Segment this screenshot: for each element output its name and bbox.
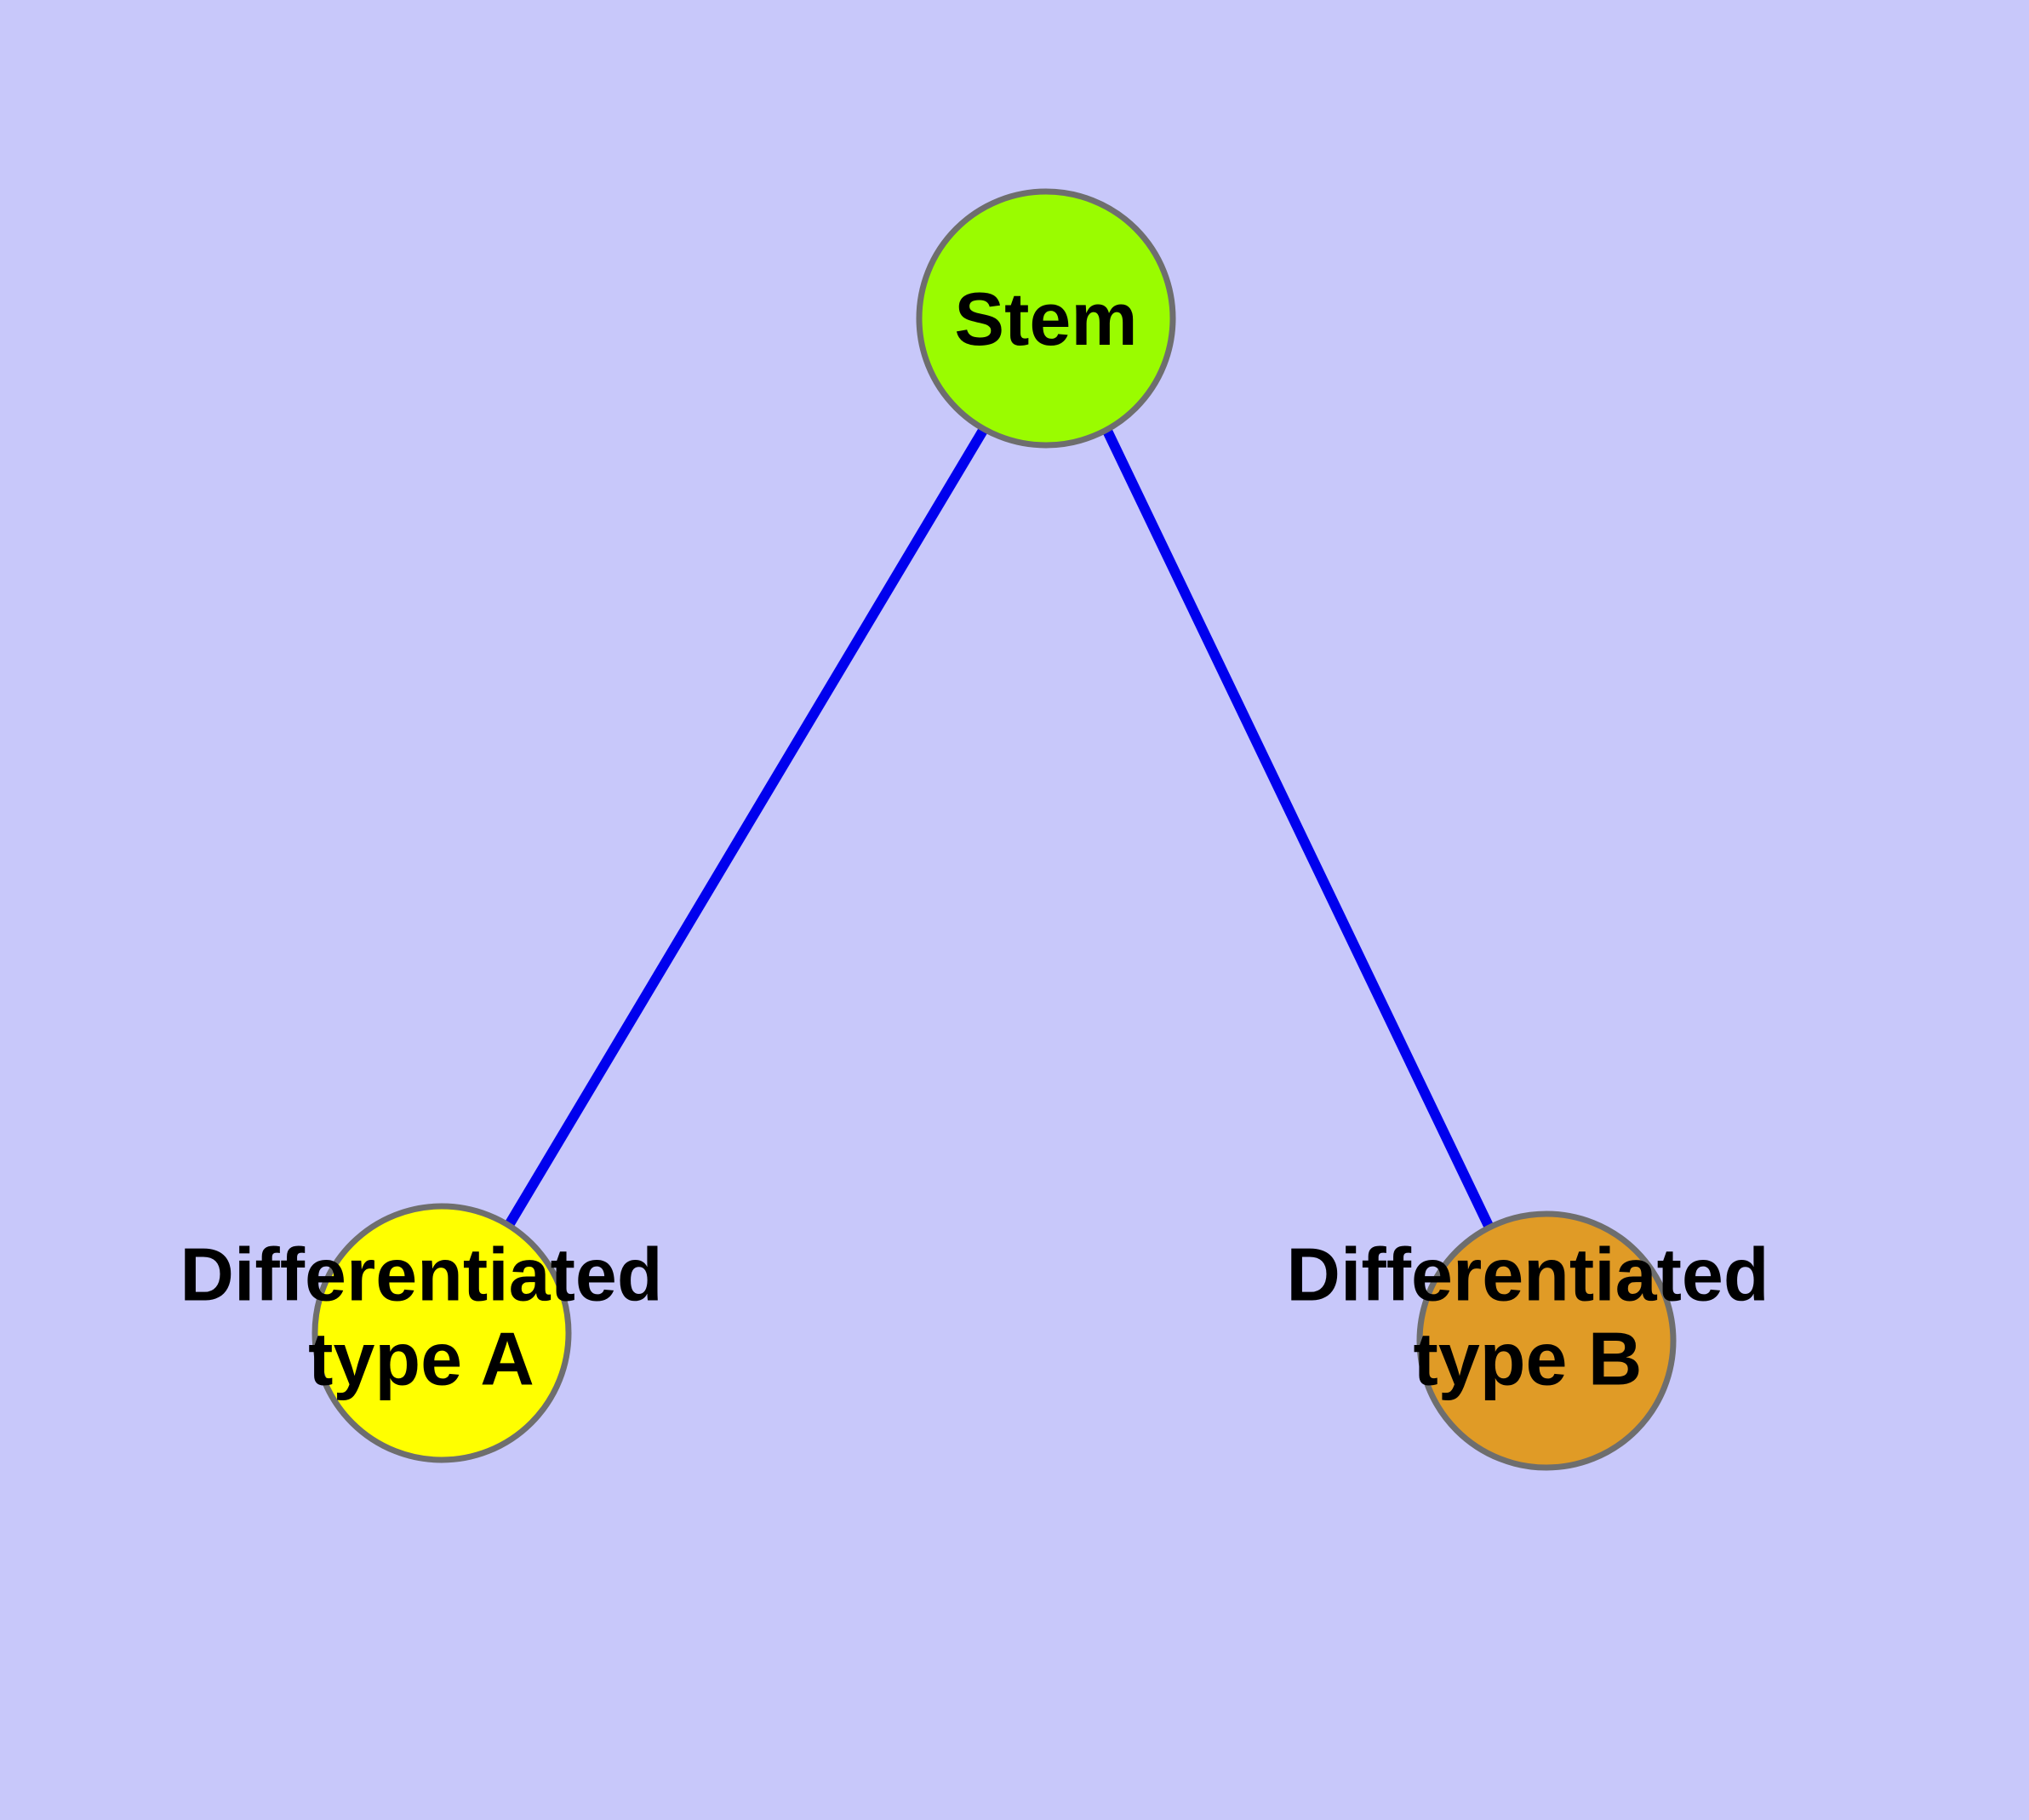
graph-node-diff-a[interactable] — [311, 1203, 572, 1463]
edges-layer — [504, 426, 1494, 1228]
nodes-layer — [311, 188, 1677, 1471]
graph-node-label-stem: Stem — [954, 277, 1137, 361]
graph-node-label-line: Differentiated — [180, 1232, 662, 1316]
graph-node-label-line: Stem — [954, 277, 1137, 361]
graph-node-stem[interactable] — [916, 188, 1176, 449]
graph-edge-stem-to-diff-b[interactable] — [1101, 426, 1494, 1228]
graph-edge-stem-to-diff-a[interactable] — [504, 426, 989, 1228]
graph-node-label-line: type A — [308, 1316, 534, 1400]
graph-node-label-line: type B — [1414, 1316, 1643, 1400]
graph-node-label-line: Differentiated — [1286, 1232, 1769, 1316]
graph-node-diff-b[interactable] — [1416, 1210, 1677, 1471]
